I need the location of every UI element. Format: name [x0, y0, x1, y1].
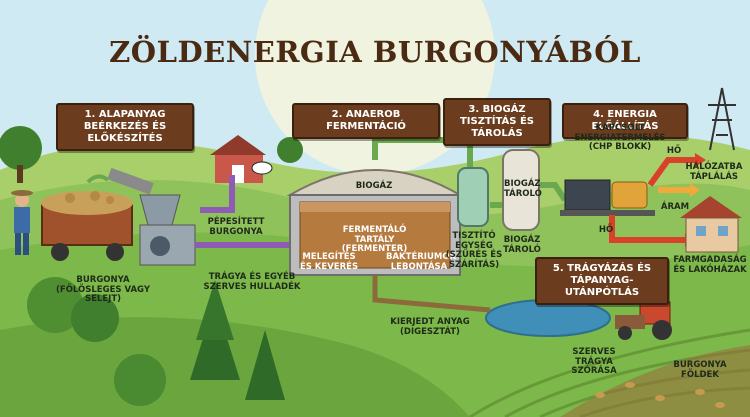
feed-arrow — [86, 174, 110, 184]
label-grid: HÁLÓZATBA TÁPLÁLÁS — [685, 162, 743, 182]
heat-arrow-1 — [647, 157, 695, 187]
label-homes: FARMGADASÁG ÉS LAKÓHÁZAK — [673, 255, 747, 275]
chp-unit — [560, 179, 655, 216]
label-manure: TRÁGYA ÉS EGYÉB SZERVES HULLADÉK — [203, 272, 301, 292]
label-mashed: PÉPESÍTETT BURGONYA — [207, 217, 265, 237]
feed-machine — [107, 167, 196, 266]
biogas-pipe-1 — [372, 137, 473, 170]
label-potato: BURGONYA (FÖLÖSLEGES VAGY SELEJT) — [56, 275, 150, 305]
label-heat-1: HŐ — [666, 146, 682, 156]
label-heating: MELEGÍTÉS ÉS KEVERÉS — [299, 252, 359, 272]
label-cleaner: TISZTÍTÓ EGYSÉG (SZŰRÉS ÉS SZÁRÍTÁS) — [445, 231, 503, 270]
step-1-label: 1. ALAPANYAG BEÉRKEZÉS ÉS ELŐKÉSZÍTÉS — [56, 103, 194, 151]
step-4-label: 4. ENERGIA ELŐÁLLÍTÁS — [562, 103, 688, 139]
label-power: ÁRAM — [660, 202, 690, 212]
label-chp: KAPCSOLT ENERGIATERMELÉS (CHP BLOKK) — [574, 123, 666, 153]
label-tank: FERMENTÁLÓ TARTÁLY (FERMENTER) — [341, 225, 408, 255]
power-pylon — [708, 87, 736, 151]
label-storage-top: BIOGÁZ TÁROLÓ — [504, 179, 542, 199]
power-arrow-head — [690, 183, 700, 197]
manure-pipe — [200, 175, 235, 213]
step-5-label: 5. TRÁGYÁZÁS ÉS TÁPANYAG-UTÁNPÓTLÁS — [535, 257, 669, 305]
page-title: ZÖLDENERGIA BURGONYÁBÓL — [109, 35, 641, 69]
heat-arrow-2 — [609, 215, 685, 243]
label-spreading: SZERVES TRÁGYA SZÓRÁSA — [571, 347, 617, 377]
step-2-label: 2. ANAEROB FERMENTÁCIÓ — [292, 103, 440, 139]
cleaning-unit — [457, 167, 489, 227]
trees-left — [0, 126, 285, 406]
label-fields: BURGONYA FÖLDEK — [673, 360, 727, 380]
potato-trailer — [41, 191, 133, 261]
farmhouse — [680, 196, 742, 253]
field-potatoes — [595, 382, 725, 408]
barn — [210, 135, 303, 183]
digestate-pipe — [372, 275, 491, 313]
label-heat-2: HŐ — [598, 225, 614, 235]
storage-tank — [502, 149, 540, 231]
heat-arrow-1-head — [695, 153, 706, 167]
label-digestate: KIERJEDT ANYAG (DIGESZTÁT) — [390, 317, 470, 337]
biogas-pipe-3 — [538, 182, 568, 202]
label-biogas-dome: BIOGÁZ — [355, 181, 393, 191]
digestate-pond — [485, 299, 611, 337]
farmer — [11, 190, 33, 255]
brown-field — [560, 345, 750, 417]
tractor — [615, 301, 672, 340]
label-bacteria: BAKTÉRIUMOK LEBONTÁSA — [386, 252, 457, 272]
label-storage-bottom: BIOGÁZ TÁROLÓ — [503, 235, 541, 255]
step-3-label: 3. BIOGÁZ TISZTÍTÁS ÉS TÁROLÁS — [443, 98, 551, 146]
fermenter — [286, 169, 464, 276]
